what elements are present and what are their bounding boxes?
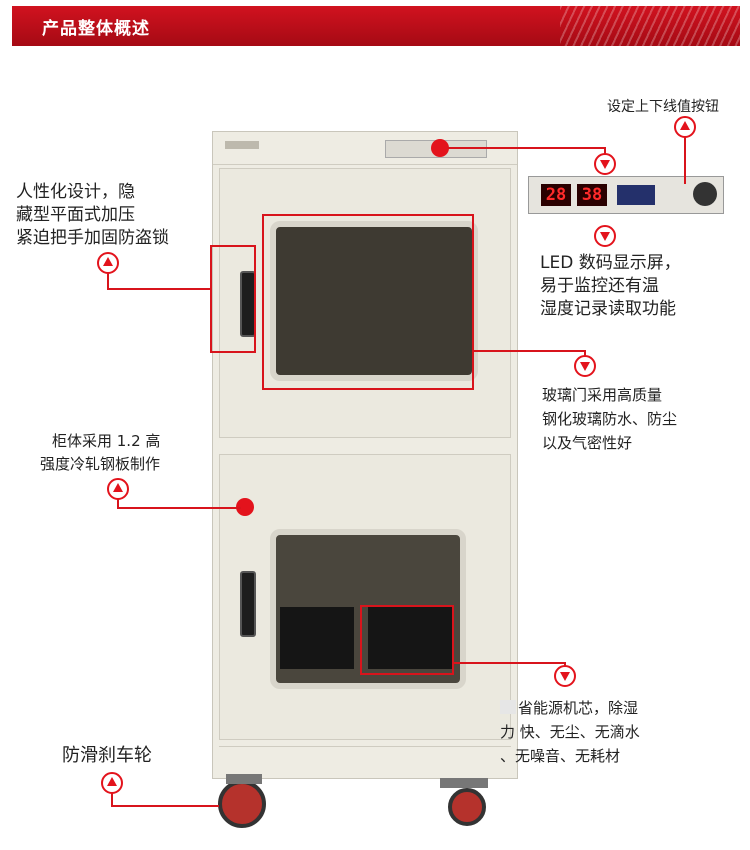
- core-line-1: 省能源机芯，除湿: [518, 699, 639, 717]
- lower-door-handle[interactable]: [240, 571, 256, 637]
- dehumidifier-module-left: [280, 607, 354, 669]
- body-line-v: [117, 495, 119, 508]
- body-line-2: 强度冷轧钢板制作: [40, 455, 161, 473]
- set-buttons-arrow-icon: [674, 116, 696, 138]
- set-buttons-label: 设定上下线值按钮: [607, 99, 719, 115]
- brake-wheel-left: [218, 780, 266, 828]
- lock-line-3: 紧迫把手加固防盗锁: [16, 228, 169, 248]
- glass-line-2: 钢化玻璃防水、防尘: [542, 410, 678, 428]
- glass-line-1: 玻璃门采用高质量: [542, 386, 663, 404]
- banner-title: 产品整体概述: [42, 19, 150, 39]
- wheel-mount-left: [226, 774, 262, 784]
- core-line-h: [454, 662, 566, 664]
- core-highlight-box: [360, 605, 454, 675]
- wheel-mount-right: [440, 778, 488, 788]
- core-line-2: 力 快、无尘、无滴水: [500, 723, 640, 741]
- upper-door: [219, 168, 511, 438]
- core-arrow-icon: [554, 665, 576, 687]
- core-line-3: 、无噪音、无耗材: [500, 747, 621, 765]
- base-plinth: [219, 746, 511, 775]
- glass-line-3: 以及气密性好: [542, 434, 633, 452]
- led-text-down-arrow-icon: [594, 225, 616, 247]
- glass-line-h: [474, 350, 586, 352]
- led-line-3: 湿度记录读取功能: [540, 299, 676, 319]
- wheel-line-h: [111, 805, 219, 807]
- lock-line-v: [107, 270, 109, 288]
- cabinet-body: [212, 131, 518, 779]
- body-arrow-icon: [107, 478, 129, 500]
- wheel-label: 防滑刹车轮: [62, 745, 152, 766]
- brake-wheel-right: [448, 788, 486, 826]
- core-label-blur: [500, 700, 516, 714]
- wheel-line-v: [111, 790, 113, 806]
- lock-line-1: 人性化设计，隐: [16, 182, 135, 202]
- led-line-1: LED 数码显示屏，: [540, 253, 681, 273]
- upper-glass-window: [270, 221, 478, 381]
- led-panel-zoom: 28 38: [528, 176, 724, 214]
- led-line-2: 易于监控还有温: [540, 276, 659, 296]
- buttons-line-h: [448, 147, 604, 149]
- lock-line-2: 藏型平面式加压: [16, 205, 135, 225]
- led-display-left: 28: [541, 184, 571, 206]
- glass-highlight-box: [262, 214, 474, 390]
- banner-stripes: [560, 6, 740, 46]
- glass-arrow-icon: [574, 355, 596, 377]
- body-line-1: 柜体采用 1.2 高: [52, 432, 161, 450]
- body-marker-dot: [236, 498, 254, 516]
- body-line-h: [117, 507, 241, 509]
- lower-glass-window: [270, 529, 466, 689]
- header-banner: 产品整体概述: [12, 6, 740, 46]
- brand-logo: [225, 141, 259, 149]
- led-panel-down-arrow-icon: [594, 153, 616, 175]
- lock-highlight-box: [210, 245, 256, 353]
- status-indicators: [617, 185, 655, 205]
- wheel-arrow-icon: [101, 772, 123, 794]
- buttons-marker-dot: [431, 139, 449, 157]
- led-display-right: 38: [577, 184, 607, 206]
- lock-arrow-icon: [97, 252, 119, 274]
- set-buttons[interactable]: [693, 182, 717, 206]
- dehumidifier-module-right: [368, 607, 452, 669]
- lock-line-h: [107, 288, 211, 290]
- set-line-v: [684, 134, 686, 184]
- lower-door: [219, 454, 511, 740]
